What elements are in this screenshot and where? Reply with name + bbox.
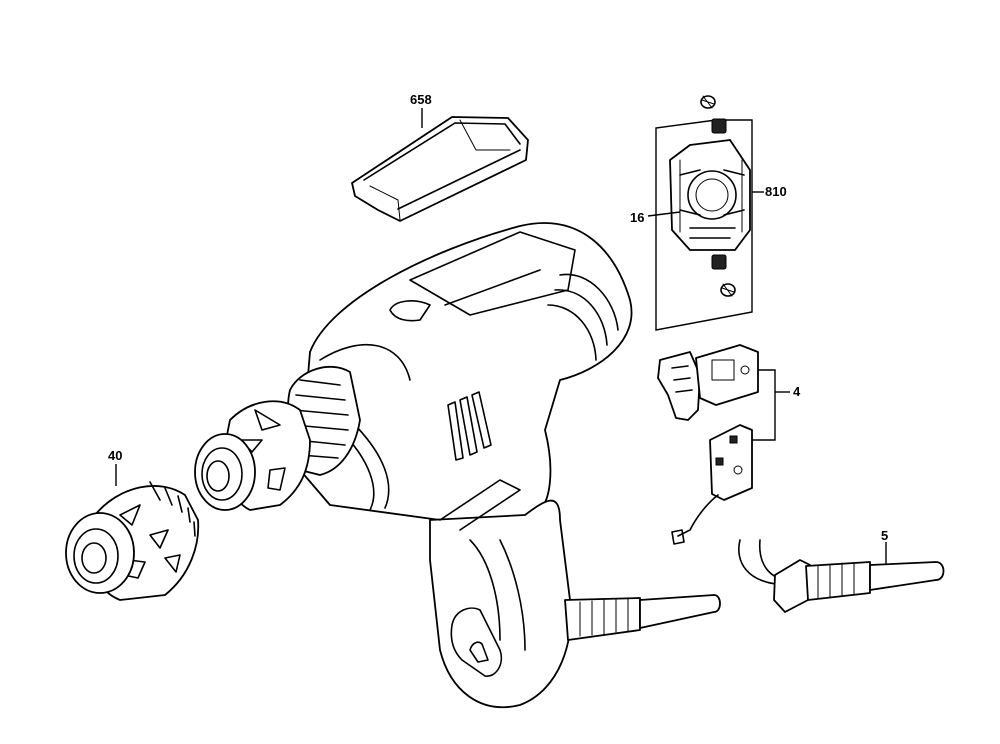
- label-4: 4: [793, 384, 801, 399]
- label-658: 658: [410, 92, 432, 107]
- part-40-chuck[interactable]: [65, 481, 200, 601]
- label-16: 16: [630, 210, 644, 225]
- part-658-cover[interactable]: [351, 116, 529, 222]
- leader-16: [647, 211, 681, 217]
- part-4-switch[interactable]: [657, 344, 776, 545]
- drill-front-chuck[interactable]: [194, 365, 361, 511]
- label-40: 40: [108, 448, 122, 463]
- label-5: 5: [881, 528, 888, 543]
- drill-body[interactable]: [299, 222, 721, 709]
- label-810: 810: [765, 184, 787, 199]
- part-810-brush-holder[interactable]: [655, 95, 753, 331]
- part-5-power-cord[interactable]: [738, 539, 945, 613]
